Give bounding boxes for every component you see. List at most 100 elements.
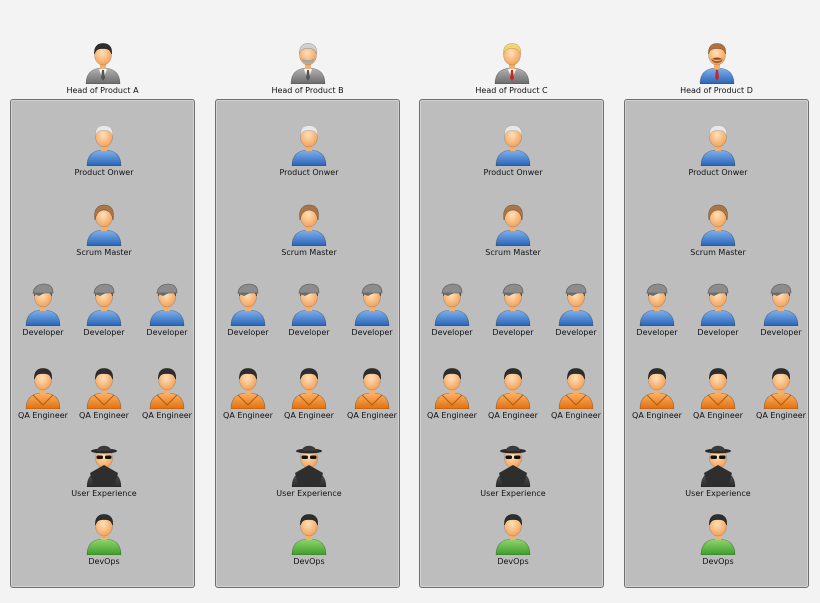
spy-hat-sunglasses-icon: [698, 443, 738, 487]
developer: Developer: [69, 282, 139, 338]
devops-label: DevOps: [497, 557, 529, 566]
orange-hoodie-person-icon: [493, 365, 533, 409]
scrum-master-label: Scrum Master: [690, 248, 746, 257]
developer-label: Developer: [83, 328, 125, 337]
cap-person-icon: [698, 282, 738, 326]
scrum-master: Scrum Master: [683, 202, 753, 258]
orange-hoodie-person-icon: [698, 365, 738, 409]
developer: Developer: [746, 282, 816, 338]
developer-label: Developer: [288, 328, 330, 337]
qa-engineer: QA Engineer: [337, 365, 407, 421]
developer: Developer: [132, 282, 202, 338]
orange-hoodie-person-icon: [352, 365, 392, 409]
scrum-master: Scrum Master: [69, 202, 139, 258]
devops: DevOps: [683, 511, 753, 567]
qa-engineer: QA Engineer: [417, 365, 487, 421]
brown-haired-person-icon: [289, 202, 329, 246]
manager-gray-beard-icon: [288, 40, 328, 84]
developer: Developer: [622, 282, 692, 338]
developer-label: Developer: [555, 328, 597, 337]
developer: Developer: [274, 282, 344, 338]
cap-person-icon: [147, 282, 187, 326]
orange-hoodie-person-icon: [84, 365, 124, 409]
user-experience-label: User Experience: [685, 489, 751, 498]
qa-engineer-label: QA Engineer: [488, 411, 538, 420]
manager-mustache-icon: [697, 40, 737, 84]
user-experience: User Experience: [69, 443, 139, 499]
developer-label: Developer: [492, 328, 534, 337]
qa-engineer: QA Engineer: [541, 365, 611, 421]
cap-person-icon: [352, 282, 392, 326]
devops: DevOps: [69, 511, 139, 567]
green-shirt-person-icon: [289, 511, 329, 555]
cap-person-icon: [493, 282, 533, 326]
orange-hoodie-person-icon: [637, 365, 677, 409]
orange-hoodie-person-icon: [23, 365, 63, 409]
qa-engineer: QA Engineer: [213, 365, 283, 421]
user-experience: User Experience: [274, 443, 344, 499]
qa-engineer: QA Engineer: [683, 365, 753, 421]
developer-label: Developer: [431, 328, 473, 337]
developer-label: Developer: [697, 328, 739, 337]
qa-engineer: QA Engineer: [8, 365, 78, 421]
scrum-master: Scrum Master: [478, 202, 548, 258]
user-experience: User Experience: [683, 443, 753, 499]
cap-person-icon: [23, 282, 63, 326]
cap-person-icon: [556, 282, 596, 326]
qa-engineer-label: QA Engineer: [284, 411, 334, 420]
developer-label: Developer: [146, 328, 188, 337]
user-experience: User Experience: [478, 443, 548, 499]
user-experience-label: User Experience: [71, 489, 137, 498]
head-of-product-label: Head of Product A: [66, 86, 139, 95]
orange-hoodie-person-icon: [761, 365, 801, 409]
head-of-product-label: Head of Product C: [475, 86, 548, 95]
qa-engineer: QA Engineer: [274, 365, 344, 421]
qa-engineer: QA Engineer: [69, 365, 139, 421]
green-shirt-person-icon: [493, 511, 533, 555]
qa-engineer-label: QA Engineer: [632, 411, 682, 420]
white-haired-person-icon: [698, 122, 738, 166]
devops: DevOps: [478, 511, 548, 567]
qa-engineer-label: QA Engineer: [427, 411, 477, 420]
head-of-product: Head of Product B: [215, 40, 400, 96]
product-owner-label: Product Onwer: [74, 168, 134, 177]
brown-haired-person-icon: [84, 202, 124, 246]
product-owner-label: Product Onwer: [483, 168, 543, 177]
developer: Developer: [8, 282, 78, 338]
developer-label: Developer: [760, 328, 802, 337]
green-shirt-person-icon: [698, 511, 738, 555]
manager-blond-icon: [492, 40, 532, 84]
qa-engineer-label: QA Engineer: [693, 411, 743, 420]
head-of-product: Head of Product A: [10, 40, 195, 96]
developer: Developer: [541, 282, 611, 338]
developer-label: Developer: [351, 328, 393, 337]
cap-person-icon: [289, 282, 329, 326]
orange-hoodie-person-icon: [228, 365, 268, 409]
developer: Developer: [683, 282, 753, 338]
developer: Developer: [337, 282, 407, 338]
cap-person-icon: [84, 282, 124, 326]
devops-label: DevOps: [702, 557, 734, 566]
developer: Developer: [478, 282, 548, 338]
qa-engineer-label: QA Engineer: [756, 411, 806, 420]
qa-engineer: QA Engineer: [746, 365, 816, 421]
product-owner: Product Onwer: [478, 122, 548, 178]
qa-engineer-label: QA Engineer: [79, 411, 129, 420]
qa-engineer: QA Engineer: [132, 365, 202, 421]
developer-label: Developer: [636, 328, 678, 337]
qa-engineer: QA Engineer: [622, 365, 692, 421]
brown-haired-person-icon: [493, 202, 533, 246]
white-haired-person-icon: [289, 122, 329, 166]
manager-black-hair-icon: [83, 40, 123, 84]
user-experience-label: User Experience: [276, 489, 342, 498]
head-of-product-label: Head of Product B: [271, 86, 344, 95]
orange-hoodie-person-icon: [147, 365, 187, 409]
head-of-product: Head of Product D: [624, 40, 809, 96]
spy-hat-sunglasses-icon: [289, 443, 329, 487]
